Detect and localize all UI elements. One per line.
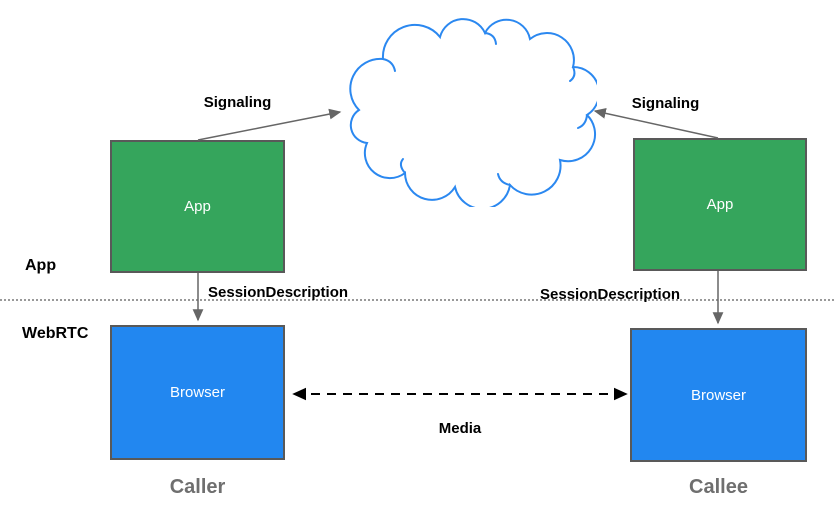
layer-label-webrtc: WebRTC [22,325,89,342]
callee-browser-box: Browser [630,328,807,462]
callee-app-box-label: App [706,196,734,213]
caller-app-box: App [110,140,285,273]
signaling-label-callee: Signaling [631,95,700,112]
signaling-arrow-callee [593,108,719,139]
layer-divider [0,299,834,301]
cloud-outline [349,18,597,207]
callee-browser-box-label: Browser [690,386,746,404]
session-description-label-callee: SessionDescription [540,286,681,303]
media-label: Media [438,420,482,437]
caller-browser-box: Browser [110,325,285,460]
callee-app-box: App [633,138,807,271]
caller-name-label: Caller [169,476,226,498]
cloud-hand-drawn-hooks [382,32,588,186]
caller-app-box-label: App [184,198,211,215]
signaling-cloud [349,18,597,207]
callee-name-label: Callee [689,476,748,498]
layer-label-app: App [25,257,57,274]
signaling-label-caller: Signaling [203,94,272,111]
signaling-arrow-caller [197,108,342,141]
session-description-label-caller: SessionDescription [208,284,349,301]
caller-browser-box-label: Browser [169,384,225,401]
